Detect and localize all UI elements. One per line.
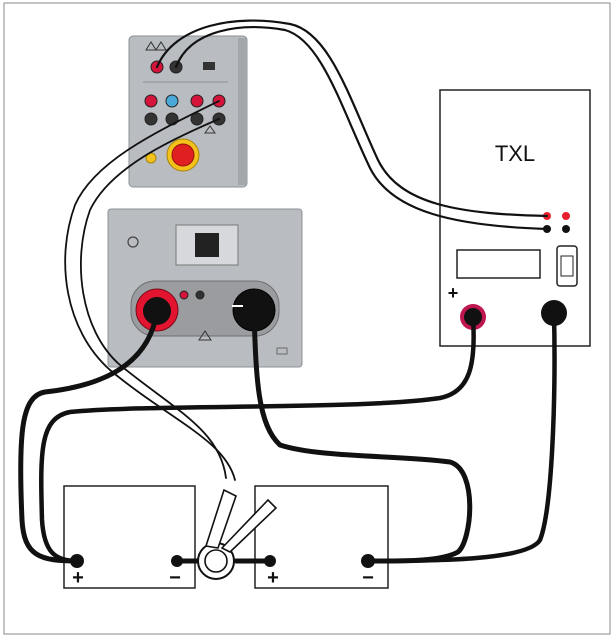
warning-icon <box>204 125 216 134</box>
battery-right-minus: − <box>362 567 374 589</box>
mid-red-terminal <box>190 94 204 108</box>
txl-unit: TXL + <box>439 89 591 347</box>
mid-black-terminal <box>190 112 204 126</box>
ground-icon <box>127 236 139 248</box>
sense-wire-red <box>155 19 549 218</box>
warning-icon <box>198 330 212 341</box>
top-panel-body <box>128 35 248 188</box>
txl-label: TXL <box>495 141 535 166</box>
sense-wire-black <box>174 26 549 231</box>
txl-plus-mark: + <box>448 283 459 303</box>
estop-button-icon <box>171 143 195 167</box>
mains-socket-icon <box>195 233 219 257</box>
txl-negative-cable <box>365 310 557 564</box>
top-instrument-panel <box>128 35 248 188</box>
clamp-wire-1 <box>64 100 236 481</box>
power-panel <box>107 208 303 368</box>
power-cable-positive <box>18 308 160 564</box>
switch-icon <box>203 62 215 70</box>
power-cable-negative <box>251 308 473 564</box>
battery-right-body <box>254 485 389 589</box>
txl-red-terminal <box>562 212 570 220</box>
mid-black-terminal <box>144 112 158 126</box>
warning-icon <box>155 41 167 51</box>
battery-left-minus: − <box>169 567 181 589</box>
battery-right-plus: + <box>267 567 279 589</box>
txl-positive-cable <box>39 314 476 564</box>
clamp-jaw-right <box>220 498 278 553</box>
txl-black-terminal <box>562 225 570 233</box>
battery-left: + − <box>63 485 196 589</box>
clamp-wire-2 <box>80 118 227 479</box>
warning-icon <box>145 41 157 51</box>
txl-display <box>456 249 541 279</box>
wires <box>18 19 557 564</box>
ce-mark-icon <box>276 347 288 355</box>
battery-left-plus: + <box>72 567 84 589</box>
outer-frame <box>3 2 611 635</box>
mid-red-terminal <box>144 94 158 108</box>
sense-red-terminal <box>179 290 189 300</box>
mid-blue-terminal <box>165 94 179 108</box>
sense-black-terminal <box>195 290 205 300</box>
battery-right: + − <box>254 485 389 589</box>
battery-left-body <box>63 485 196 589</box>
current-clamp <box>196 488 278 580</box>
clamp-jaw-left <box>204 488 237 549</box>
